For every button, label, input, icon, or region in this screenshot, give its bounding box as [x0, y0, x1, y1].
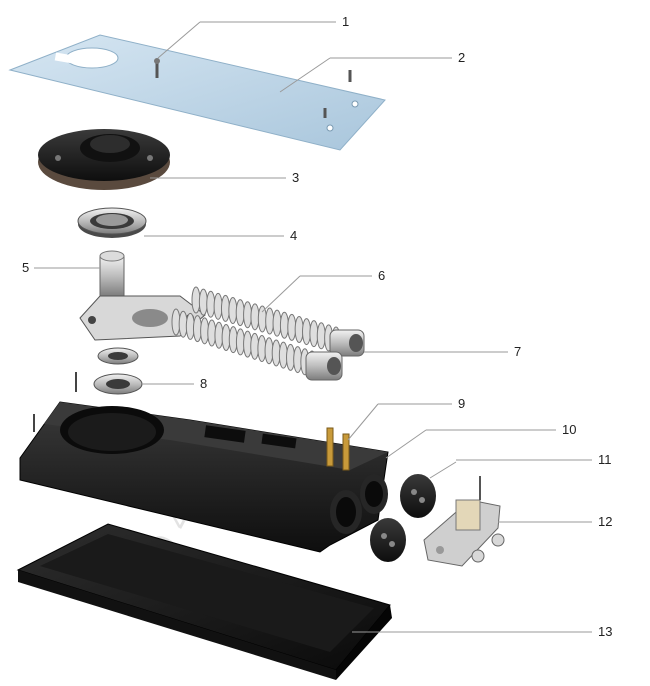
callout-label-11: 11 [598, 452, 612, 467]
spring-coil [287, 313, 297, 341]
leader-10 [385, 429, 427, 459]
part-2-cover-plate [8, 34, 386, 151]
spring-coil [213, 292, 223, 320]
spring-coil [206, 290, 216, 318]
callout-label-10: 10 [562, 422, 576, 437]
spring-coil [228, 297, 238, 325]
part-7-spring-caps [305, 329, 365, 381]
leader-11 [429, 461, 457, 479]
leader-9 [347, 403, 379, 441]
callout-label-3: 3 [292, 170, 299, 185]
callout-label-7: 7 [514, 344, 521, 359]
spring-coil [235, 299, 245, 327]
leader-1 [157, 21, 201, 59]
spring-coil [309, 320, 319, 348]
callout-label-13: 13 [598, 624, 612, 639]
callout-label-6: 6 [378, 268, 385, 283]
callout-label-5: 5 [22, 260, 29, 275]
callout-label-2: 2 [458, 50, 465, 65]
part-8-small-bearing [33, 347, 143, 432]
spring-coil [302, 318, 312, 346]
callout-leaders [34, 21, 592, 633]
leader-2 [279, 57, 331, 93]
spring-coil [294, 315, 304, 343]
spring-coil [272, 309, 282, 337]
callout-label-12: 12 [598, 514, 612, 529]
spring-coil [257, 305, 267, 333]
part-10-housing [19, 401, 389, 553]
spring-coil [265, 307, 275, 335]
callout-label-8: 8 [200, 376, 207, 391]
part-13-tray [16, 523, 392, 680]
part-11-end-caps [370, 474, 436, 562]
spring-coil [279, 311, 289, 339]
spring-coil [250, 303, 260, 331]
part-3-flange [38, 129, 170, 190]
spring-coil [198, 288, 208, 316]
part-12-bracket [423, 476, 505, 567]
part-9-valves [326, 427, 350, 471]
callout-label-9: 9 [458, 396, 465, 411]
spring-coil [220, 294, 230, 322]
leader-6 [261, 275, 301, 313]
part-6-springs [171, 286, 341, 378]
spring-coil [243, 301, 253, 329]
callout-label-4: 4 [290, 228, 297, 243]
part-4-bearing [77, 207, 147, 238]
part-1-screws [154, 58, 352, 118]
spring-coil [316, 322, 326, 350]
spring-coil [191, 286, 201, 314]
callout-label-1: 1 [342, 14, 349, 29]
